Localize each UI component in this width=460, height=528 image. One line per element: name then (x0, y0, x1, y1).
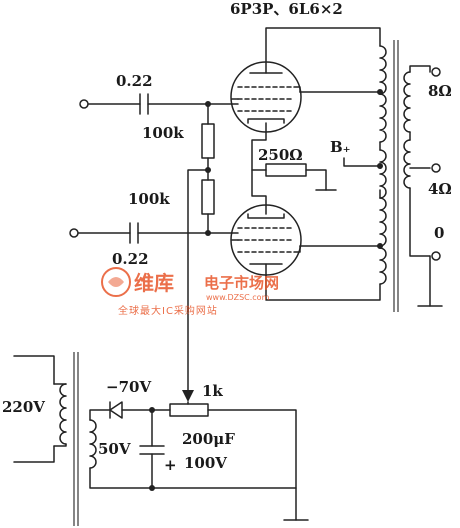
pot-label: 1k (202, 382, 223, 400)
filter-cap-voltage-label: 100V (184, 454, 227, 472)
out-8ohm-label: 8Ω (428, 82, 452, 100)
out-0-label: 0 (434, 224, 444, 242)
tube-type-label: 6P3P、6L6×2 (230, 0, 343, 18)
watermark: 维库 电子市场网 www.DZSC.com 全球最大IC采购网站 (101, 267, 279, 317)
watermark-url: www.DZSC.com (206, 293, 270, 302)
res-cathode-label: 250Ω (258, 146, 303, 164)
out-4ohm-label: 4Ω (428, 180, 452, 198)
filter-cap-label: 200μF (182, 430, 235, 448)
watermark-site: 电子市场网 (204, 274, 279, 292)
mains-label: 220V (2, 398, 45, 416)
res-bottom-label: 100k (128, 190, 170, 208)
sec-voltage-label: 50V (98, 440, 131, 458)
output-terminals (431, 67, 441, 261)
cap-top-label: 0.22 (116, 72, 153, 90)
res-top-label: 100k (142, 124, 184, 142)
bias-supply (13, 352, 309, 526)
tube-bottom (230, 204, 302, 276)
cathode-circuit (251, 122, 383, 215)
watermark-tagline: 全球最大IC采购网站 (118, 304, 218, 317)
cap-bottom-label: 0.22 (112, 250, 149, 268)
input-circuit (69, 93, 239, 402)
output-transformer (379, 40, 443, 312)
watermark-brand: 维库 (134, 271, 174, 295)
tube-top (230, 61, 302, 133)
b-plus-label: B₊ (330, 138, 351, 156)
bias-voltage-label: −70V (106, 378, 151, 396)
cap-polarity-mark: + (164, 456, 177, 474)
plate-wiring (265, 27, 383, 301)
